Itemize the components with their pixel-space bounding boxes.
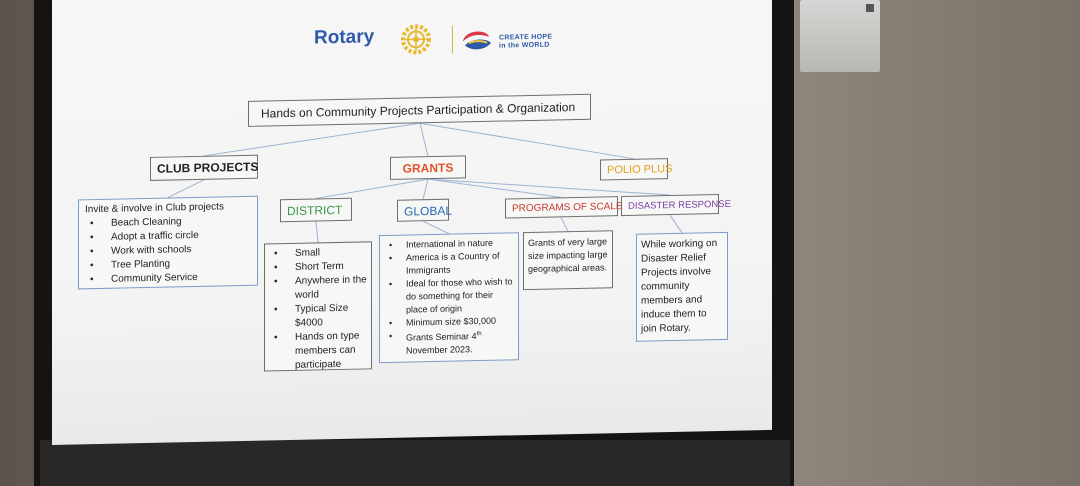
screen-bottom-bar xyxy=(40,440,790,486)
programs-of-scale-heading: PROGRAMS OF SCALE xyxy=(505,196,623,219)
global-list: International in nature America is a Cou… xyxy=(379,232,519,364)
list-item: Ideal for those who wish to do something… xyxy=(402,275,514,316)
list-item: Typical Size $4000 xyxy=(287,301,367,331)
polio-plus-heading: POLIO PLUS xyxy=(600,158,672,181)
disaster-response-description: While working on Disaster Relief Project… xyxy=(636,231,728,342)
disaster-response-heading: DISASTER RESPONSE xyxy=(621,194,731,217)
district-list: Small Short Term Anywhere in the world T… xyxy=(264,241,372,373)
seminar-ordinal: th xyxy=(476,331,482,338)
club-projects-list: Invite & involve in Club projects Beach … xyxy=(78,195,258,290)
wall-device xyxy=(800,0,880,72)
seminar-text: Grants Seminar 4 xyxy=(406,331,477,343)
grants-heading: GRANTS xyxy=(390,155,466,180)
list-item: Hands on type members can participate xyxy=(287,329,367,373)
device-indicator xyxy=(866,4,874,12)
list-item: America is a Country of Immigrants xyxy=(402,249,514,277)
programs-of-scale-description: Grants of very large size impacting larg… xyxy=(523,230,613,291)
rotary-wheel-icon xyxy=(401,24,431,55)
list-item: Community Service xyxy=(103,270,251,287)
connector-lines xyxy=(167,122,683,243)
list-item: Grants Seminar 4th November 2023. xyxy=(402,327,514,357)
global-heading: GLOBAL xyxy=(397,198,452,222)
projected-slide: Rotary CREATE HOPE in the WORLD xyxy=(52,0,772,445)
seminar-date: November 2023. xyxy=(406,344,473,356)
list-item: Anywhere in the world xyxy=(287,273,367,303)
club-projects-heading: CLUB PROJECTS xyxy=(150,154,258,181)
district-heading: DISTRICT xyxy=(280,197,352,223)
create-hope-icon xyxy=(463,31,491,50)
